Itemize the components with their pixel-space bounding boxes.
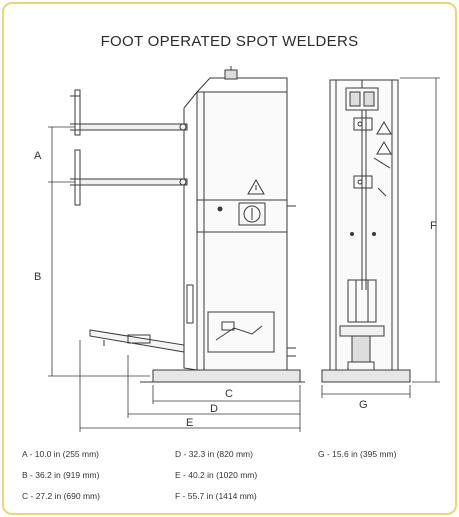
side-switch-panel: [238, 202, 266, 226]
dimension-a: [48, 126, 75, 183]
upper-arm: [79, 123, 188, 131]
dimension-f: [400, 77, 440, 383]
page-title: FOOT OPERATED SPOT WELDERS: [100, 33, 359, 50]
side-lower-panel: [207, 311, 275, 353]
foot-linkage: [215, 325, 263, 341]
side-top-knob: [224, 69, 238, 80]
side-handle: [186, 284, 194, 324]
warning-triangle-icon: [247, 178, 265, 195]
front-warning-icon-2: [376, 141, 392, 155]
side-cabinet-front: [183, 91, 198, 371]
legend-item-d: D - 32.3 in (820 mm): [175, 449, 253, 459]
dimension-label-b: B: [34, 271, 42, 283]
dimension-label-c: C: [225, 388, 233, 400]
dimension-label-e: E: [186, 417, 194, 429]
front-pedal-block: [351, 335, 371, 363]
legend-item-f: F - 55.7 in (1414 mm): [175, 491, 257, 501]
front-view: [321, 79, 411, 383]
front-warning-icon-1: [376, 121, 392, 135]
front-lower-cylinder: [347, 279, 377, 323]
front-middle-clamp: [353, 175, 373, 189]
foot-pedal-block: [127, 334, 151, 344]
foot-pedal: [89, 329, 185, 353]
legend-item-g: G - 15.6 in (395 mm): [318, 449, 397, 459]
dimension-c: [152, 385, 301, 404]
legend-item-c: C - 27.2 in (690 mm): [22, 491, 100, 501]
dimension-label-d: D: [210, 403, 218, 415]
dimension-d: [127, 355, 301, 418]
legend-item-a: A - 10.0 in (255 mm): [22, 449, 100, 459]
dimension-e: [79, 340, 301, 432]
legend-item-b: B - 36.2 in (919 mm): [22, 470, 100, 480]
front-foot-plate: [339, 325, 385, 337]
dimension-label-a: A: [34, 150, 42, 162]
dimension-b: [48, 182, 150, 377]
dimension-label-g: G: [359, 399, 368, 411]
upper-electrode-holder: [74, 89, 81, 136]
front-base-plate: [321, 369, 411, 383]
side-view: [70, 66, 305, 383]
side-cabinet-head: [196, 77, 288, 93]
side-base-plate: [152, 369, 301, 383]
lower-arm: [79, 178, 188, 186]
side-cabinet: [196, 91, 288, 371]
legend-item-e: E - 40.2 in (1020 mm): [175, 470, 258, 480]
lower-electrode-holder: [74, 149, 81, 206]
dimension-g: [321, 385, 411, 398]
dimension-label-f: F: [430, 220, 437, 232]
front-upper-clamp: [353, 117, 373, 131]
dial-icon: [243, 205, 261, 223]
